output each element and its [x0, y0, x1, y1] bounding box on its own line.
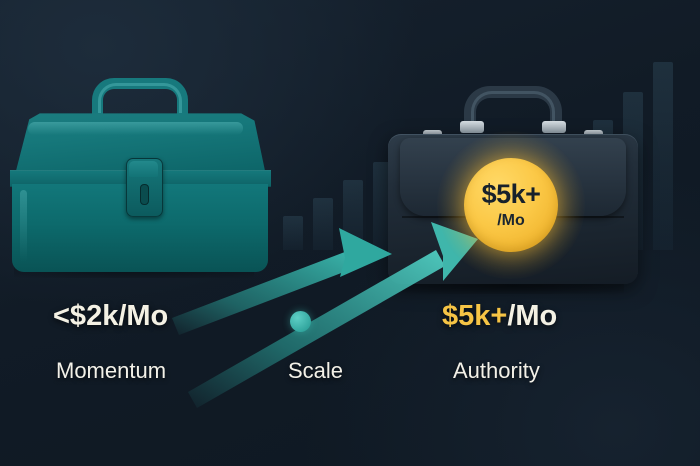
briefcase-clasp — [423, 130, 442, 137]
coin-badge: $5k+ /Mo — [464, 158, 558, 252]
background-bar — [313, 198, 333, 250]
toolbox-body-highlight — [20, 190, 27, 262]
toolbox-handle-highlight — [98, 83, 182, 113]
toolbox-keyhole-icon — [140, 184, 149, 205]
left-stage-label: Momentum — [56, 358, 167, 383]
background-bar — [283, 216, 303, 250]
right-price: $5k+/Mo — [442, 300, 557, 333]
toolbox-icon — [8, 78, 273, 273]
briefcase-handle-mount — [460, 121, 484, 133]
coin-per: /Mo — [497, 212, 525, 229]
middle-stage-label: Scale — [288, 358, 344, 383]
toolbox-latch-top — [129, 161, 158, 177]
arrow-momentum-to-scale — [172, 228, 392, 335]
briefcase-clasp — [584, 130, 603, 137]
left-price: <$2k/Mo — [53, 300, 169, 332]
briefcase-handle-mount — [542, 121, 566, 133]
toolbox-handle — [92, 78, 188, 118]
right-price-amount: $5k+ — [442, 300, 508, 332]
right-price-per: /Mo — [507, 300, 558, 332]
coin-amount: $5k+ — [481, 179, 541, 209]
background-bar — [653, 62, 673, 250]
right-stage-label: Authority — [453, 358, 540, 383]
scale-dot-icon — [290, 311, 311, 332]
briefcase-handle-highlight — [471, 91, 555, 123]
